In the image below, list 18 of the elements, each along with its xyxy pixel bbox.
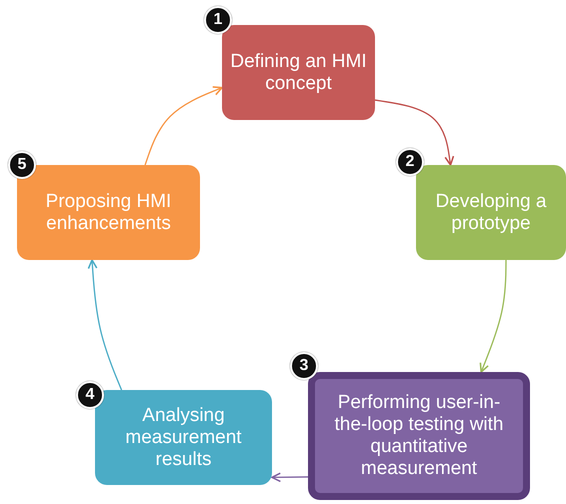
step-number: 3	[290, 352, 318, 380]
process-box	[308, 372, 530, 500]
arrow	[88, 259, 122, 390]
arrow	[271, 472, 308, 482]
step-label: Proposing HMI enhancements	[44, 190, 172, 234]
arrow	[374, 99, 454, 166]
step-number: 2	[396, 148, 424, 176]
step-number: 1	[204, 6, 232, 34]
process-box	[222, 25, 375, 120]
step-label: Developing a prototype	[434, 190, 548, 234]
step-number: 5	[8, 151, 36, 179]
step-number: 4	[76, 381, 104, 409]
step-label: Defining an HMI concept	[230, 50, 367, 94]
arrow	[480, 260, 507, 373]
step-label: Performing user-in-the-loop testing with quantitative measurement	[334, 392, 504, 480]
process-box	[416, 165, 566, 260]
step-label: Analysing measurement results	[124, 404, 243, 470]
process-box	[95, 390, 272, 485]
